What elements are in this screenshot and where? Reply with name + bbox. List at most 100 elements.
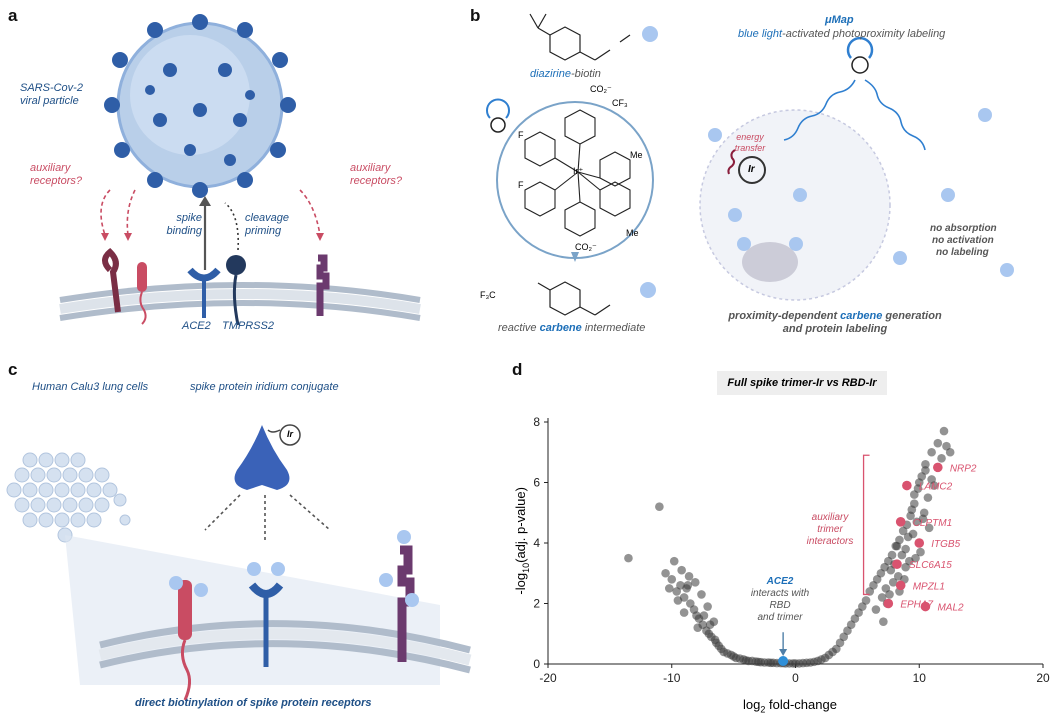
aux-receptors-right: auxiliary receptors? xyxy=(350,162,402,187)
data-point xyxy=(887,550,897,560)
receptor-red-c-icon xyxy=(178,580,192,640)
cleavage-priming-label: cleavage priming xyxy=(245,212,290,237)
data-point xyxy=(910,490,919,499)
chem-co2-bottom: CO₂⁻ xyxy=(575,242,597,252)
highlight-point xyxy=(883,598,894,609)
chem-f3c: F₃C xyxy=(480,290,496,300)
data-point xyxy=(673,596,683,605)
data-point xyxy=(669,556,679,566)
virus-spikes xyxy=(104,14,296,198)
no-absorption-label: no absorption xyxy=(930,223,997,234)
highlight-label: MPZL1 xyxy=(913,581,945,592)
chem-ir-plus: Ir⁺ xyxy=(573,166,584,176)
data-point xyxy=(923,493,933,502)
data-point xyxy=(911,553,920,563)
y-tick-label: 4 xyxy=(533,536,540,550)
data-point xyxy=(667,575,677,584)
y-axis-label: -log10(adj. p-value) xyxy=(513,487,531,595)
cell-membrane xyxy=(59,282,421,321)
data-point xyxy=(712,638,721,648)
iridium-catalyst-icon xyxy=(738,156,766,184)
highlight-label: LAMC2 xyxy=(919,482,953,493)
receptor-purple-c-icon xyxy=(397,545,415,662)
data-point xyxy=(888,578,898,587)
data-point xyxy=(699,611,709,620)
data-point xyxy=(871,605,881,614)
x-tick-label: 0 xyxy=(792,671,799,685)
highlight-point xyxy=(933,462,943,473)
x-tick-label: 10 xyxy=(913,671,927,685)
highlight-label: MAL2 xyxy=(937,603,964,614)
panel-label-a: a xyxy=(8,6,18,25)
panel-label-c: c xyxy=(8,360,18,379)
cell-membrane-c xyxy=(98,620,472,674)
data-point xyxy=(705,620,715,629)
chem-f-top: F xyxy=(518,130,524,140)
receptor-right-icon xyxy=(316,254,330,316)
data-point xyxy=(664,584,674,593)
ace2-label: ACE2 xyxy=(182,320,211,332)
data-point xyxy=(892,541,902,551)
highlight-point xyxy=(895,517,906,527)
light-wave-left xyxy=(783,79,856,141)
protein-icon xyxy=(742,242,798,282)
panel-a-illustration xyxy=(59,14,421,326)
diazirine-biotin-label: diazirine-biotin xyxy=(530,68,601,80)
data-point xyxy=(697,590,706,599)
data-point xyxy=(942,441,951,451)
highlight-point xyxy=(914,538,925,548)
data-point xyxy=(693,623,703,632)
biotin-icon xyxy=(642,26,658,42)
spike-conjugate-icon xyxy=(234,425,290,490)
conjugate-label: spike protein iridium conjugate xyxy=(190,381,339,393)
chem-me-top: Me xyxy=(630,150,643,160)
data-point xyxy=(861,596,871,605)
ace2-arrow-head xyxy=(779,648,788,656)
reactive-carbene-label: reactive carbene intermediate xyxy=(498,322,646,334)
conjugate-ir-label: Ir xyxy=(287,429,294,439)
data-point xyxy=(901,562,910,572)
data-point xyxy=(914,478,924,487)
spike-binding-label: spike binding xyxy=(166,212,202,237)
data-point xyxy=(661,568,670,578)
no-activation-label: no activation xyxy=(932,235,994,246)
calu3-cells-label: Human Calu3 lung cells xyxy=(32,381,149,393)
highlight-label: CLPTM1 xyxy=(913,518,952,529)
data-point xyxy=(703,602,712,611)
lightbulb-icon xyxy=(490,117,506,133)
data-point xyxy=(655,502,664,512)
data-point xyxy=(939,426,949,436)
data-point xyxy=(901,544,910,554)
chem-cf3-top: CF₃ xyxy=(612,98,628,108)
data-point xyxy=(924,523,934,533)
data-point xyxy=(624,553,633,563)
data-point xyxy=(684,571,694,581)
data-point xyxy=(677,565,686,575)
umap-subtitle: blue light-activated photoproximity labe… xyxy=(738,28,946,40)
receptor-red-icon xyxy=(137,262,147,292)
chem-co2-top: CO₂⁻ xyxy=(590,84,612,94)
receptor-left-icon xyxy=(102,247,121,313)
tmprss2-icon xyxy=(226,255,246,275)
data-point xyxy=(933,438,943,448)
highlight-point xyxy=(902,480,912,491)
proximity-label: proximity-dependent carbene generation a… xyxy=(728,310,942,335)
data-point xyxy=(916,547,925,557)
highlight-label: EPHA7 xyxy=(900,600,933,611)
highlight-point xyxy=(920,601,931,612)
chart-title: Full spike trimer-Ir vs RBD-Ir xyxy=(717,371,887,395)
no-labeling-label: no labeling xyxy=(936,247,989,258)
highlight-label: ITGB5 xyxy=(931,539,960,550)
data-point xyxy=(903,532,913,542)
energy-transfer-label: energy transfer xyxy=(734,132,766,153)
y-tick-label: 8 xyxy=(533,415,540,429)
aux-receptors-left: auxiliary receptors? xyxy=(30,162,82,187)
data-point xyxy=(921,466,930,475)
data-point xyxy=(683,581,693,590)
virus-label: SARS-Cov-2 viral particle xyxy=(20,82,83,107)
panel-c-illustration xyxy=(6,424,472,701)
highlight-point xyxy=(892,559,902,569)
